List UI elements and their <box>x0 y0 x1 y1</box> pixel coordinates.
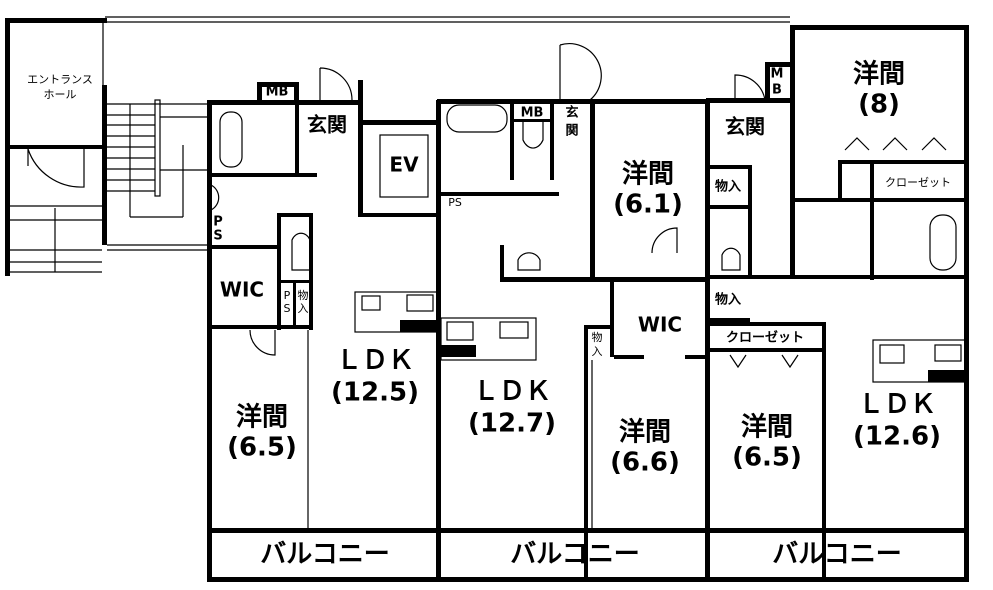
unit-c <box>705 25 969 582</box>
unit-c-storage-2-label: 物入 <box>715 292 741 308</box>
unit-c-ldk-label: ＬＤＫ <box>858 390 936 420</box>
unit-a-balcony-label: バルコニー <box>260 540 389 570</box>
unit-a-storage-1: 物 <box>298 288 309 302</box>
unit-b-ps-label: PS <box>448 196 462 209</box>
corridor-lines <box>105 16 790 23</box>
unit-b-western-room-2-label: 洋間 <box>619 417 671 448</box>
stairs <box>107 99 207 251</box>
balcony-row <box>207 528 969 582</box>
unit-c-genkan-label: 玄関 <box>725 115 765 139</box>
unit-c-ldk-size: (12.6) <box>853 422 941 452</box>
unit-c-mb-m: M <box>771 67 784 82</box>
unit-c-closet-1-label: クローゼット <box>885 176 951 189</box>
unit-b-storage-1: 物 <box>592 330 603 344</box>
unit-b-ldk-label: ＬＤＫ <box>473 377 551 407</box>
unit-b-western-room-2-size: (6.6) <box>610 448 680 478</box>
unit-a-western-room-label: 洋間 <box>236 402 288 433</box>
room-labels: エントランス ホール EV MB 玄関 P S WIC P S 物 入 洋間 (… <box>27 59 951 570</box>
unit-a-ldk-size: (12.5) <box>331 378 419 408</box>
unit-c-storage-1-label: 物入 <box>715 179 741 195</box>
unit-b-ldk-size: (12.7) <box>468 409 556 439</box>
unit-c-western-room-2-size: (6.5) <box>732 443 802 473</box>
unit-a-ps1-p: P <box>213 215 223 230</box>
unit-a-ps1-s: S <box>213 229 222 244</box>
unit-c-western-room-1-label: 洋間 <box>853 59 905 90</box>
unit-a-ps2-s: S <box>284 302 291 315</box>
unit-b-genkan-2: 関 <box>565 124 578 139</box>
unit-a-ps2-p: P <box>284 289 291 302</box>
unit-b-storage-2: 入 <box>592 345 603 358</box>
unit-b-genkan-1: 玄 <box>565 105 578 121</box>
unit-b-mb-label: MB <box>521 106 544 121</box>
unit-c-mb-b: B <box>772 83 782 98</box>
unit-a-storage-2: 入 <box>298 302 309 315</box>
unit-a-western-room-size: (6.5) <box>227 433 297 463</box>
unit-b <box>437 43 710 582</box>
unit-c-balcony-label: バルコニー <box>772 540 901 570</box>
elevator <box>362 120 440 198</box>
unit-a-mb-label: MB <box>266 85 289 100</box>
entrance-hall-label-2: ホール <box>44 88 77 101</box>
unit-b-western-room-1-size: (6.1) <box>613 190 683 220</box>
unit-a-wic-label: WIC <box>220 278 264 302</box>
entrance-hall <box>5 18 107 276</box>
entrance-hall-label: エントランス <box>27 73 93 86</box>
unit-b-western-room-1-label: 洋間 <box>622 159 674 190</box>
unit-a-genkan-label: 玄関 <box>307 113 347 137</box>
unit-c-closet-2-label: クローゼット <box>726 330 804 346</box>
unit-c-western-room-1-size: (8) <box>858 90 900 120</box>
unit-c-western-room-2-label: 洋間 <box>741 412 793 443</box>
unit-a <box>207 67 441 582</box>
unit-b-balcony-label: バルコニー <box>510 540 639 570</box>
ev-label: EV <box>389 153 419 177</box>
unit-a-ldk-label: ＬＤＫ <box>336 346 414 376</box>
unit-b-wic-label: WIC <box>638 313 682 337</box>
